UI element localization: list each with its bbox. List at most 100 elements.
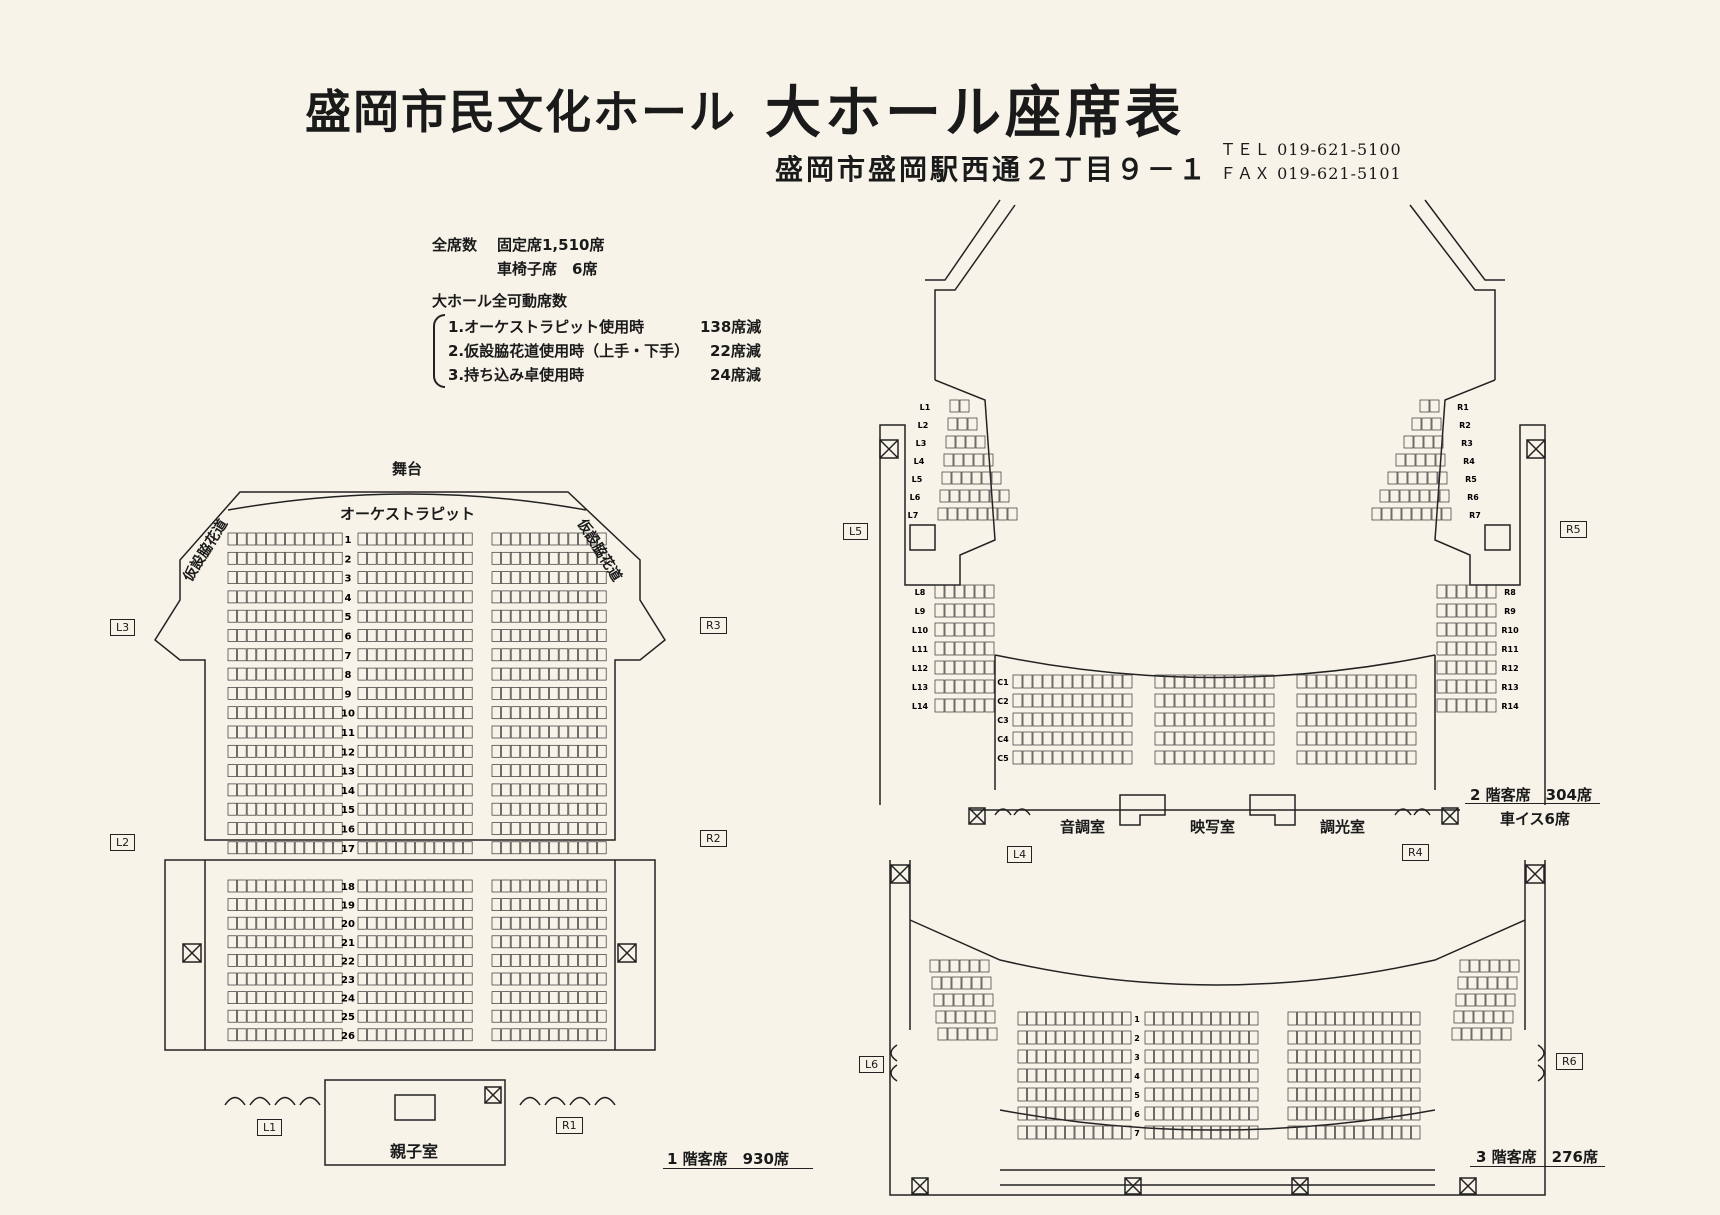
- seat: [304, 954, 314, 967]
- seat: [1415, 453, 1426, 467]
- seat: [1182, 1030, 1192, 1045]
- seat: [256, 1009, 266, 1023]
- seat: [434, 935, 444, 949]
- seat: [266, 1028, 276, 1042]
- seat: [1103, 1087, 1113, 1102]
- seat: [227, 879, 237, 893]
- seat: [314, 648, 324, 662]
- row-label: 4: [1134, 1072, 1140, 1081]
- seat: [333, 590, 343, 604]
- side-row-left: [934, 698, 995, 713]
- seat: [357, 706, 367, 720]
- seat: [964, 698, 975, 713]
- seat: [304, 764, 314, 777]
- seat: [984, 622, 995, 637]
- seat: [285, 841, 295, 855]
- seat: [954, 622, 965, 637]
- row-label: L12: [912, 664, 928, 673]
- row-label: 8: [345, 670, 352, 681]
- seat: [530, 879, 540, 893]
- seat: [1074, 1106, 1084, 1121]
- seat: [285, 551, 295, 565]
- row-label: 15: [341, 805, 355, 816]
- seat: [304, 935, 314, 949]
- row-right: [491, 687, 607, 700]
- seat: [558, 802, 569, 816]
- seat: [1122, 1087, 1132, 1102]
- seat: [967, 1027, 978, 1041]
- row-label: R4: [1463, 457, 1475, 466]
- seat: [981, 471, 992, 485]
- seat: [424, 954, 435, 967]
- seat: [1373, 1125, 1383, 1140]
- seat: [434, 609, 444, 623]
- seat: [501, 898, 511, 911]
- seat: [1403, 435, 1414, 449]
- seat: [933, 993, 944, 1007]
- seat: [415, 935, 425, 949]
- seat: [975, 435, 986, 449]
- row-right: [1287, 1068, 1421, 1083]
- seat: [1017, 1087, 1027, 1102]
- seat: [376, 687, 387, 700]
- seat: [510, 991, 521, 1004]
- seat: [1084, 1106, 1094, 1121]
- row-left: [227, 916, 343, 930]
- seat: [463, 916, 473, 930]
- seat: [1411, 1030, 1421, 1045]
- seat: [333, 783, 343, 797]
- seat: [376, 879, 387, 893]
- seat: [941, 471, 952, 485]
- row-label: 7: [345, 651, 352, 662]
- seat: [246, 783, 257, 797]
- seat: [386, 991, 396, 1004]
- seat: [405, 954, 415, 967]
- seat: [304, 783, 314, 797]
- seat: [539, 764, 549, 777]
- seat: [549, 1009, 559, 1023]
- seat: [1421, 507, 1432, 521]
- seat: [285, 744, 295, 758]
- seat: [463, 629, 473, 642]
- seat: [294, 879, 305, 893]
- seat: [285, 590, 295, 604]
- seat: [1144, 1011, 1154, 1026]
- seat: [558, 916, 569, 930]
- seat: [587, 609, 597, 623]
- seat: [424, 687, 435, 700]
- seat: [367, 991, 377, 1004]
- seat: [1491, 1027, 1502, 1041]
- seat: [463, 935, 473, 949]
- seat: [1144, 1106, 1154, 1121]
- row-center: [1144, 1106, 1259, 1121]
- seat: [227, 648, 237, 662]
- row-right: [1287, 1125, 1421, 1140]
- seat: [285, 783, 295, 797]
- seat: [587, 783, 597, 797]
- seat: [333, 898, 343, 911]
- seat: [1173, 1049, 1183, 1064]
- seat: [983, 993, 994, 1007]
- seat: [246, 667, 257, 681]
- row-center: [357, 841, 473, 855]
- seat: [501, 551, 511, 565]
- seat: [314, 841, 324, 855]
- row-label: 6: [345, 632, 352, 643]
- seat: [1354, 1049, 1364, 1064]
- seat: [405, 802, 415, 816]
- seat: [386, 879, 396, 893]
- seat: [1306, 1049, 1316, 1064]
- floor3-caption: 3 階客席 276席: [1476, 1148, 1598, 1166]
- seat: [294, 1028, 305, 1042]
- seat: [256, 802, 266, 816]
- side-row-right: [1436, 584, 1497, 599]
- seat: [275, 1028, 285, 1042]
- seat: [285, 609, 295, 623]
- row-center: [357, 725, 473, 739]
- seat: [1192, 1106, 1202, 1121]
- seat: [357, 991, 367, 1004]
- seat: [491, 590, 501, 604]
- seat: [578, 841, 588, 855]
- seat: [1144, 1049, 1154, 1064]
- seat: [1354, 1125, 1364, 1140]
